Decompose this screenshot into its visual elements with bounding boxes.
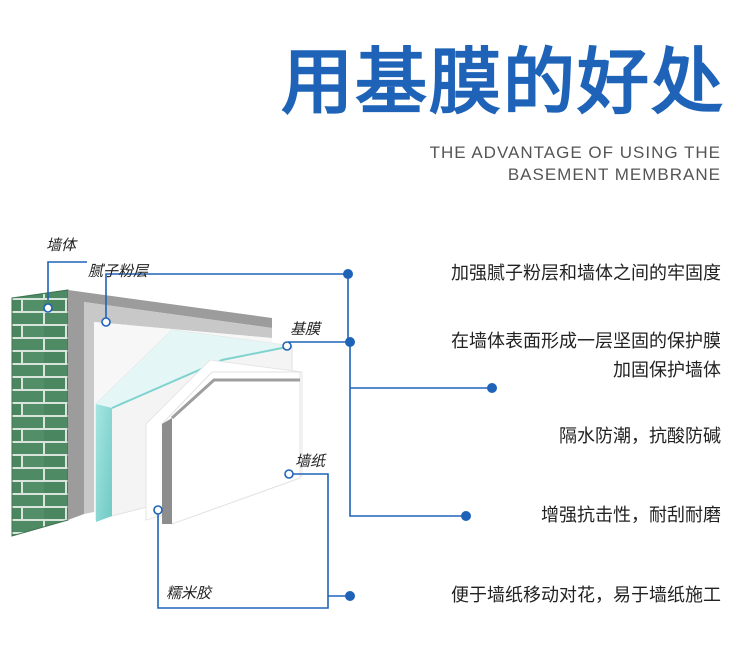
bullet-dot-3 [487,383,497,393]
brick-wall [11,289,69,537]
label-membrane: 基膜 [290,320,321,338]
benefit-membrane-4: 增强抗击性，耐刮耐磨 [541,505,721,526]
label-glue: 糯米胶 [166,584,212,602]
label-wall: 墙体 [46,236,77,254]
connector-lines [47,261,492,609]
bullet-dot-5 [345,591,355,601]
benefit-putty: 加强腻子粉层和墙体之间的牢固度 [451,263,721,284]
label-wallpaper: 墙纸 [295,452,326,470]
connector-rings [43,303,294,515]
benefit-membrane-2: 加固保护墙体 [613,360,721,381]
bullet-dot-1 [343,269,353,279]
benefit-wallpaper: 便于墙纸移动对花，易于墙纸施工 [451,585,721,606]
bullet-dots [343,269,497,601]
wallpaper-layer [161,371,301,525]
bullet-dot-4 [461,511,471,521]
bullet-dot-2 [345,337,355,347]
subtitle-line-2: BASEMENT MEMBRANE [507,165,721,184]
label-putty: 腻子粉层 [88,262,149,280]
benefit-membrane-3: 隔水防潮，抗酸防碱 [559,426,721,447]
subtitle-line-1: THE ADVANTAGE OF USING THE [429,143,721,162]
benefit-membrane-1: 在墙体表面形成一层坚固的保护膜 [451,331,721,352]
page-title: 用基膜的好处 [280,40,725,124]
